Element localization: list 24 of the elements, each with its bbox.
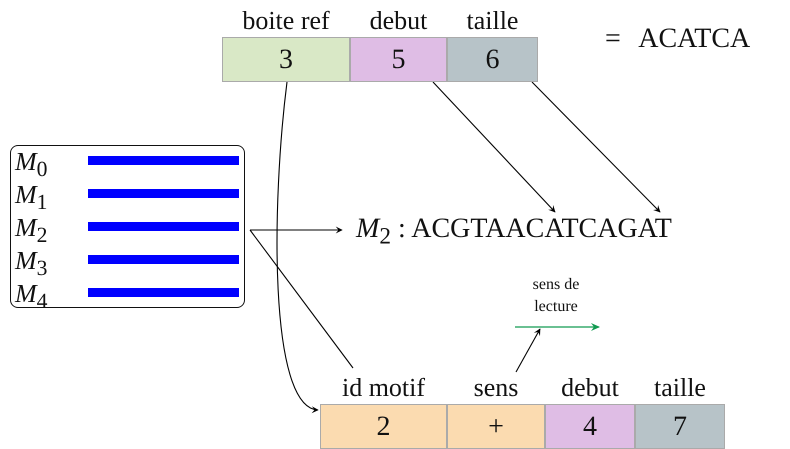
arrow (276, 82, 319, 411)
equation-text: = ACATCA (605, 22, 750, 56)
arrow (432, 82, 556, 212)
connector-line (250, 230, 354, 368)
sequence-text: M$_{2}$ : ACGTAACATCAGAT (356, 208, 672, 258)
value-cell: 6 (447, 37, 538, 82)
arrow (516, 328, 540, 372)
column-header: taille (653, 372, 707, 404)
arrow-caption: sens de lecture (532, 275, 580, 317)
column-header: id motif (340, 372, 426, 404)
column-header: boite ref (241, 5, 331, 37)
value-cell: 4 (545, 404, 635, 449)
column-header: debut (560, 372, 620, 404)
value-cell: + (447, 404, 545, 449)
arrow (532, 82, 660, 212)
motif-list-box (10, 145, 245, 308)
value-cell: 5 (350, 37, 447, 82)
value-cell: 3 (222, 37, 350, 82)
column-header: sens (472, 372, 520, 404)
value-cell: 2 (320, 404, 447, 449)
column-header: taille (466, 5, 520, 37)
value-cell: 7 (635, 404, 725, 449)
column-header: debut (368, 5, 428, 37)
arrow (250, 226, 343, 234)
